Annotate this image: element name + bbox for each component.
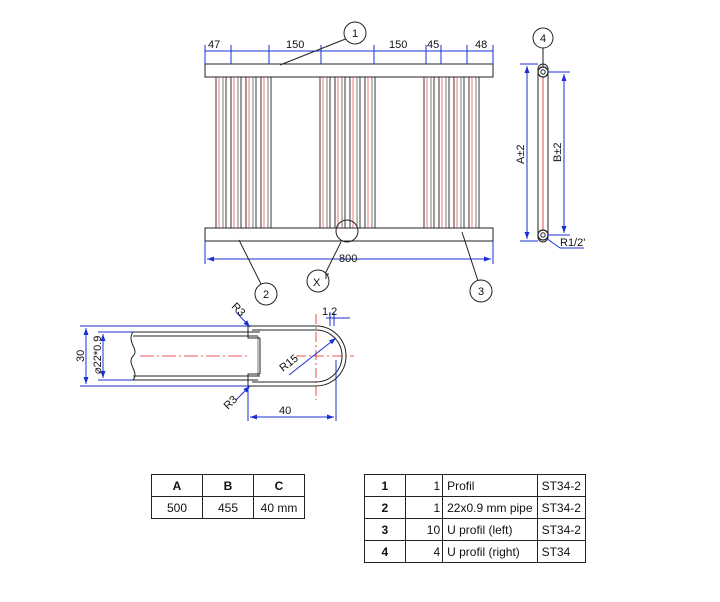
- header-b: B: [202, 474, 254, 497]
- part-material: ST34: [536, 540, 587, 563]
- dim-47: 47: [208, 39, 220, 51]
- dim-r3-top: R3: [229, 301, 247, 319]
- part-description: U profil (right): [442, 540, 538, 563]
- u-profile-tube: [319, 76, 331, 229]
- dim-pipe-diameter: ⌀22*0.9: [92, 336, 104, 374]
- u-profile-tube: [364, 76, 376, 229]
- callout-3: 3: [478, 286, 484, 298]
- dim-a: A±2: [515, 145, 527, 165]
- u-profile-tube: [423, 76, 435, 229]
- dim-b: B±2: [552, 143, 564, 163]
- parts-list-table: 1 1 Profil ST34-2 2 1 22x0.9 mm pipe ST3…: [364, 474, 587, 563]
- section-marker-x: X: [313, 277, 321, 289]
- part-material: ST34-2: [536, 518, 587, 541]
- dim-800: 800: [339, 253, 357, 265]
- bottom-header-pipe: [204, 227, 494, 242]
- dim-48: 48: [475, 39, 487, 51]
- part-material: ST34-2: [536, 496, 587, 519]
- side-view: A±2 B±2 R1/2': [515, 48, 585, 249]
- part-number: 4: [364, 540, 406, 563]
- dim-wall-1-2: 1,2: [322, 306, 337, 318]
- dim-150-left: 150: [286, 39, 304, 51]
- dim-150-right: 150: [389, 39, 407, 51]
- u-profile-tube: [260, 76, 272, 229]
- u-profile-tube: [438, 76, 450, 229]
- part-number: 1: [364, 474, 406, 497]
- top-header-profile: [204, 63, 494, 78]
- dim-45: 45: [427, 39, 439, 51]
- u-profile-tube: [230, 76, 242, 229]
- front-view: 47 150 150 45 48 800 X: [204, 37, 494, 293]
- u-profile-tubes: [215, 76, 480, 229]
- u-profile-tube: [334, 76, 346, 229]
- part-quantity: 1: [404, 474, 444, 497]
- callout-2: 2: [263, 289, 269, 301]
- header-a: A: [151, 474, 203, 497]
- value-b: 455: [202, 496, 254, 519]
- table-row: 2 1 22x0.9 mm pipe ST34-2: [364, 496, 587, 519]
- u-profile-tube: [349, 76, 361, 229]
- header-c: C: [253, 474, 305, 497]
- dimensions-table: A B C 500 455 40 mm: [151, 474, 305, 519]
- dim-r-half-inch: R1/2': [560, 237, 585, 249]
- table-row: 3 10 U profil (left) ST34-2: [364, 518, 587, 541]
- part-number: 3: [364, 518, 406, 541]
- callouts: 1 2 3 4: [254, 21, 554, 306]
- part-quantity: 1: [404, 496, 444, 519]
- dim-40: 40: [279, 405, 291, 417]
- table-row: A B C: [151, 474, 305, 497]
- part-description: 22x0.9 mm pipe: [442, 496, 538, 519]
- part-quantity: 4: [404, 540, 444, 563]
- table-row: 1 1 Profil ST34-2: [364, 474, 587, 497]
- detail-view: 30 ⌀22*0.9 R3 R3 R15 1,2 40: [75, 301, 354, 421]
- value-c: 40 mm: [253, 496, 305, 519]
- table-row: 500 455 40 mm: [151, 496, 305, 519]
- dim-r3-bottom: R3: [222, 394, 240, 412]
- dim-30: 30: [75, 350, 87, 362]
- value-a: 500: [151, 496, 203, 519]
- u-profile-tube: [245, 76, 257, 229]
- part-description: U profil (left): [442, 518, 538, 541]
- callout-4: 4: [540, 33, 546, 45]
- part-quantity: 10: [404, 518, 444, 541]
- u-profile-tube: [215, 76, 227, 229]
- u-profile-tube: [453, 76, 465, 229]
- callout-1: 1: [352, 28, 358, 40]
- table-row: 4 4 U profil (right) ST34: [364, 540, 587, 563]
- part-number: 2: [364, 496, 406, 519]
- u-profile-tube: [468, 76, 480, 229]
- part-description: Profil: [442, 474, 538, 497]
- part-material: ST34-2: [536, 474, 587, 497]
